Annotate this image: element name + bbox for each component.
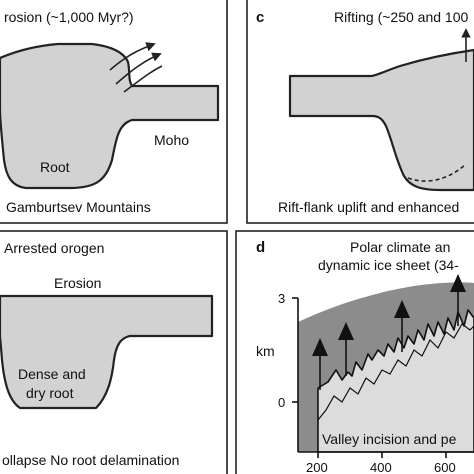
panel-d-border: [235, 230, 474, 474]
panel-a-caption: Gamburtsev Mountains: [6, 199, 151, 215]
panel-c-caption: Rift-flank uplift and enhanced: [278, 199, 459, 215]
erosion-arrow: [109, 42, 156, 71]
y-tick-label: 0: [278, 395, 285, 410]
panel-d-caption: Valley incision and pe: [322, 431, 457, 447]
panel-c-letter: c: [256, 9, 264, 26]
root-label-line2: dry root: [26, 385, 74, 401]
panel-a-title: rosion (~1,000 Myr?): [4, 9, 134, 25]
x-tick-label: 200: [306, 460, 328, 474]
crust-block: [0, 294, 214, 410]
panel-c-title: Rifting (~250 and 100: [334, 9, 468, 25]
panel-c: c Rifting (~250 and 100 Rift-flank uplif…: [246, 0, 474, 224]
panel-a-border: [0, 0, 228, 224]
panel-c-border: [246, 0, 474, 224]
root-label-line1: Dense and: [18, 366, 86, 382]
valley-profile: [317, 323, 474, 421]
panel-b-border: [0, 230, 228, 474]
x-tick-label: 600: [434, 460, 456, 474]
y-axis-label: km: [256, 343, 275, 359]
panel-d-title-line1: Polar climate an: [350, 239, 450, 255]
root-label: Root: [40, 159, 70, 175]
panel-a: rosion (~1,000 Myr?) Moho Root Gamburtse…: [0, 0, 228, 224]
moho-label: Moho: [154, 132, 189, 148]
panel-b-caption: ollapse No root delamination: [2, 452, 179, 468]
crust-block: [0, 42, 220, 190]
panel-b: Arrested orogen Erosion Dense and dry ro…: [0, 230, 228, 474]
uplift-arrows: [312, 274, 466, 390]
x-tick-label: 400: [370, 460, 392, 474]
erosion-arrow: [115, 52, 162, 85]
panel-d-letter: d: [256, 239, 265, 256]
erosion-label: Erosion: [54, 275, 101, 291]
panel-b-title: Arrested orogen: [4, 240, 104, 256]
erosion-arrow: [123, 65, 163, 93]
crust-block: [288, 48, 474, 192]
panel-d-title-line2: dynamic ice sheet (34-: [318, 257, 459, 273]
y-tick-label: 3: [278, 291, 285, 306]
panel-d: d Polar climate an dynamic ice sheet (34…: [235, 230, 474, 474]
